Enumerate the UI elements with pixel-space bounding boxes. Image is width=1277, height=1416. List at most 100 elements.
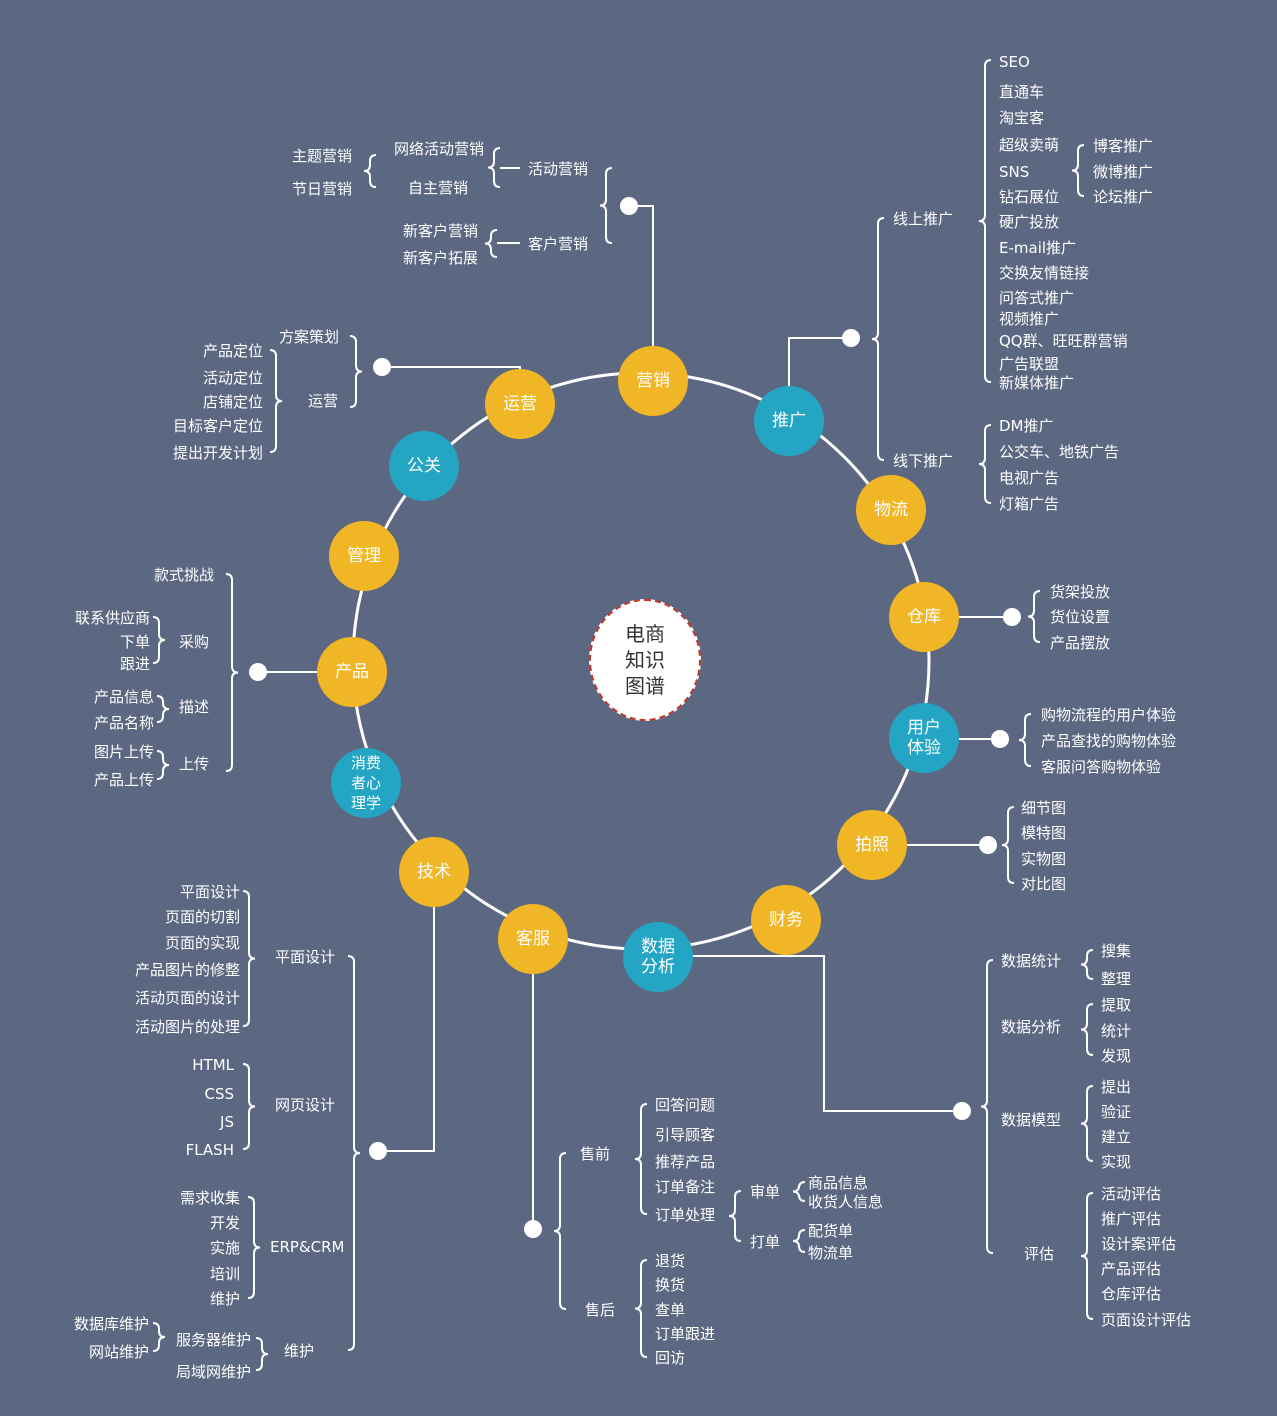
list-item: 商品信息 bbox=[808, 1174, 869, 1192]
node-kefu: 客服 bbox=[498, 904, 568, 974]
bracket bbox=[1071, 144, 1085, 197]
list-item: 网站维护 bbox=[88, 1343, 149, 1361]
list-item: 货架投放 bbox=[1050, 583, 1111, 601]
bracket bbox=[1001, 806, 1015, 884]
bracket bbox=[349, 335, 363, 408]
list-item: 电视广告 bbox=[999, 469, 1060, 487]
label-review-order: 审单 bbox=[750, 1183, 781, 1201]
list-item: 广告联盟 bbox=[999, 355, 1060, 373]
junction-dot bbox=[524, 1220, 542, 1238]
list-item: 数据库维护 bbox=[73, 1315, 149, 1333]
node-wuliu: 物流 bbox=[856, 475, 926, 545]
connector bbox=[497, 167, 520, 244]
list-item: 联系供应商 bbox=[74, 609, 150, 627]
label-theme-marketing: 主题营销 bbox=[292, 147, 353, 165]
bracket bbox=[255, 1337, 269, 1371]
label-evaluation: 评估 bbox=[1024, 1245, 1055, 1263]
tech-connector bbox=[378, 907, 435, 1152]
list-item: 灯箱广告 bbox=[999, 495, 1060, 513]
label-holiday-marketing: 节日营销 bbox=[292, 180, 353, 198]
list-item: 设计案评估 bbox=[1101, 1235, 1177, 1253]
list-item: 整理 bbox=[1101, 970, 1132, 988]
bracket bbox=[728, 1190, 742, 1242]
node-guanli: 管理 bbox=[329, 521, 399, 591]
label-purchase: 采购 bbox=[179, 633, 210, 651]
list-item: 平面设计 bbox=[179, 883, 240, 901]
list-item: 产品摆放 bbox=[1050, 634, 1111, 652]
list-item: 模特图 bbox=[1021, 824, 1067, 842]
list-item: 细节图 bbox=[1021, 799, 1067, 817]
list-item: 推荐产品 bbox=[655, 1153, 716, 1171]
list-item: 订单跟进 bbox=[655, 1325, 716, 1343]
list-item: 需求收集 bbox=[179, 1189, 240, 1207]
list-item: E-mail推广 bbox=[999, 239, 1077, 257]
bracket bbox=[1080, 1085, 1094, 1162]
node-chanpin: 产品 bbox=[317, 637, 387, 707]
list-item: 产品评估 bbox=[1101, 1260, 1162, 1278]
junction-dot bbox=[842, 329, 860, 347]
node-jishu: 技术 bbox=[399, 837, 469, 907]
label-data-stats: 数据统计 bbox=[1001, 952, 1062, 970]
label-graphic-design: 平面设计 bbox=[275, 948, 336, 966]
label-customer-marketing: 客户营销 bbox=[528, 235, 589, 253]
center-title: 电商 知识 图谱 bbox=[589, 599, 701, 721]
list-item: 页面设计评估 bbox=[1101, 1311, 1192, 1329]
list-item: 目标客户定位 bbox=[172, 417, 263, 435]
bracket bbox=[1018, 713, 1032, 767]
operations-connector bbox=[382, 366, 521, 369]
list-item: 产品信息 bbox=[93, 688, 154, 706]
bracket bbox=[871, 217, 885, 461]
label-after-sale: 售后 bbox=[585, 1301, 616, 1319]
label-print-order: 打单 bbox=[750, 1233, 781, 1251]
list-item: 淘宝客 bbox=[999, 109, 1045, 127]
list-item: 产品上传 bbox=[93, 771, 154, 789]
list-item: CSS bbox=[204, 1085, 234, 1103]
bracket bbox=[247, 1196, 261, 1299]
bracket bbox=[487, 147, 501, 188]
junction-dot bbox=[991, 730, 1009, 748]
bracket bbox=[1080, 949, 1094, 980]
label-operations: 运营 bbox=[308, 392, 339, 410]
list-item: 引导顾客 bbox=[655, 1126, 716, 1144]
node-shuju: 数据 分析 bbox=[623, 922, 693, 992]
list-item: SNS bbox=[999, 163, 1030, 181]
list-item: 活动评估 bbox=[1101, 1185, 1162, 1203]
marketing-connector bbox=[629, 205, 654, 346]
list-item: 钻石展位 bbox=[999, 188, 1060, 206]
data-connector bbox=[693, 955, 962, 1112]
list-item: 交换友情链接 bbox=[999, 264, 1090, 282]
node-tuiguang: 推广 bbox=[754, 386, 824, 456]
list-item: 产品图片的修整 bbox=[134, 961, 240, 979]
bracket bbox=[484, 229, 498, 258]
list-item: 下单 bbox=[119, 633, 150, 651]
bracket bbox=[1080, 1192, 1094, 1320]
list-item: 跟进 bbox=[119, 655, 150, 673]
label-offline-promotion: 线下推广 bbox=[893, 452, 954, 470]
node-caiwu: 财务 bbox=[751, 885, 821, 955]
junction-dot bbox=[620, 197, 638, 215]
junction-dot bbox=[953, 1102, 971, 1120]
bracket bbox=[1027, 590, 1041, 643]
list-item: 实现 bbox=[1101, 1153, 1132, 1171]
list-item: 直通车 bbox=[999, 83, 1045, 101]
list-item: 收货人信息 bbox=[808, 1193, 884, 1211]
list-item: 实施 bbox=[209, 1239, 240, 1257]
bracket bbox=[792, 1229, 806, 1253]
junction-dot bbox=[1003, 608, 1021, 626]
list-item: 活动图片的处理 bbox=[134, 1018, 240, 1036]
promotion-connector bbox=[788, 337, 851, 386]
list-item: 仓库评估 bbox=[1101, 1285, 1162, 1303]
list-item: 论坛推广 bbox=[1093, 188, 1154, 206]
node-yingxiao: 营销 bbox=[618, 346, 688, 416]
list-item: 客服问答购物体验 bbox=[1041, 758, 1162, 776]
node-yonghu: 用户 体验 bbox=[889, 703, 959, 773]
list-item: 换货 bbox=[655, 1276, 686, 1294]
bracket bbox=[156, 750, 170, 780]
list-item: 产品定位 bbox=[202, 342, 263, 360]
list-item: 店铺定位 bbox=[202, 393, 263, 411]
list-item: 视频推广 bbox=[999, 310, 1060, 328]
list-item: 微博推广 bbox=[1093, 163, 1154, 181]
list-item: DM推广 bbox=[999, 417, 1054, 435]
list-item: 产品查找的购物体验 bbox=[1041, 732, 1177, 750]
list-item: FLASH bbox=[185, 1141, 234, 1159]
